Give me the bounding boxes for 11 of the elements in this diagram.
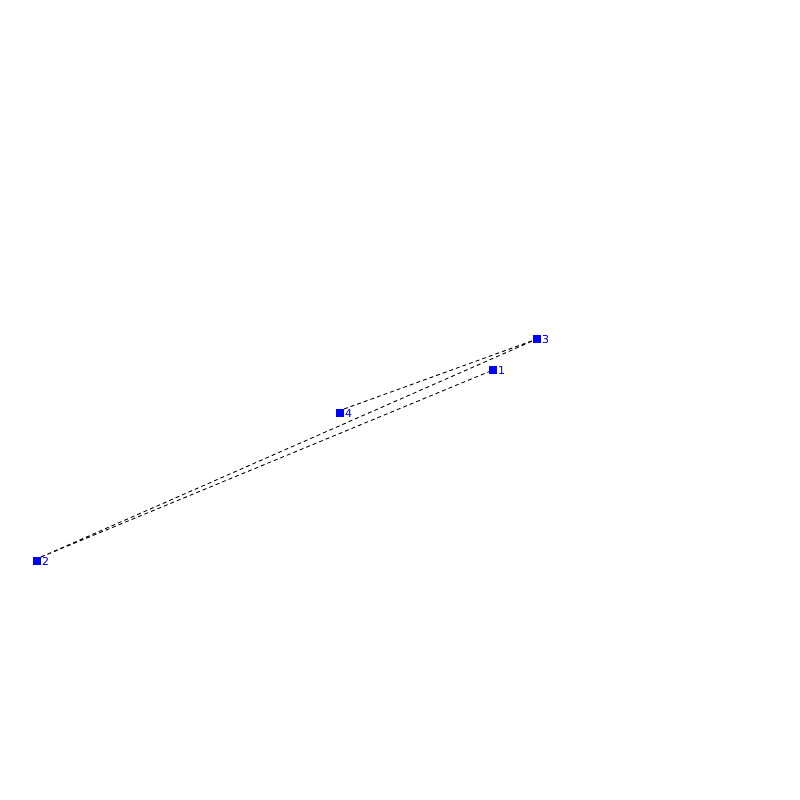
dashed-line xyxy=(40,340,534,558)
point-marker xyxy=(489,366,497,374)
point-marker xyxy=(533,335,541,343)
point-marker xyxy=(33,557,41,565)
point-number: 4 xyxy=(345,408,352,420)
point-number: 2 xyxy=(42,556,49,568)
point-number: 1 xyxy=(498,365,505,377)
dashed-line xyxy=(40,371,490,558)
dashed-line xyxy=(344,340,534,410)
point-marker xyxy=(336,409,344,417)
point-number: 3 xyxy=(542,334,549,346)
